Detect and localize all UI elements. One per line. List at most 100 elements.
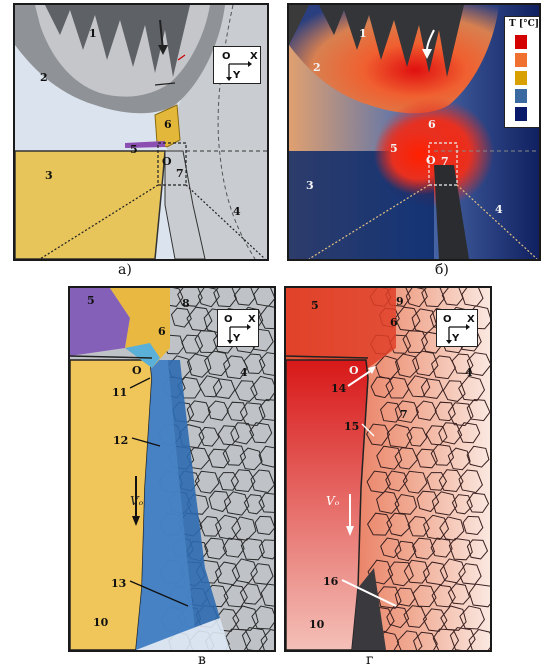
grain [449,626,476,650]
grain [394,493,418,515]
legend-swatch-1 [515,35,527,49]
grain [254,515,274,536]
grain [181,334,204,354]
grain [439,516,465,541]
grain [198,426,220,447]
panel-d: 5 9 6 4 O 14 7 15 16 10 Vₒ O X Y [284,286,492,652]
grain [466,352,490,376]
grain [380,537,402,559]
grain [258,398,274,421]
axis-arrows-d [446,324,470,344]
grain [466,539,489,560]
grain [231,516,257,541]
grain [442,380,466,402]
axis-origin: O [224,314,233,325]
panel-b-drawing [289,5,539,259]
grain [386,606,410,629]
grain [239,402,266,427]
grain [367,512,393,536]
label-5: 5 [311,299,319,312]
grain [230,422,255,445]
legend-swatch-2 [515,53,527,67]
grain [230,469,256,493]
grain [223,355,248,380]
label-5: 5 [390,142,398,155]
label-10: 10 [93,616,109,629]
label-2: 2 [313,61,321,74]
grain [387,561,414,587]
label-16: 16 [323,575,339,588]
label-6: 6 [390,316,398,329]
grain [394,447,419,470]
axis-arrows-a [226,61,252,81]
grain [239,447,263,471]
label-13: 13 [111,577,127,590]
caption-d: г [366,652,374,668]
grain [406,375,431,398]
legend-swatch-3 [515,71,527,85]
panel-a-drawing [15,5,267,259]
grain [380,401,403,423]
axis-arrows-c [227,324,251,344]
grain [412,584,437,608]
axis-x: X [250,51,258,62]
grain [457,422,481,444]
grain [250,563,274,585]
velocity-label: Vₒ [130,494,144,508]
grain [240,537,265,561]
grain [260,583,274,607]
label-4: 4 [465,366,473,379]
grain [376,490,400,514]
grain [385,376,410,399]
grain [451,353,474,375]
leader-lines-d [341,366,397,607]
label-origin: O [132,364,142,377]
grain [370,376,394,399]
grain [231,558,258,584]
leader-lines-c [129,377,189,607]
grain [394,587,416,607]
caption-c: в [198,652,206,668]
axes-box-c: O X Y [217,309,259,347]
legend-swatch-5 [515,107,527,121]
label-3: 3 [306,179,314,192]
label-1: 1 [89,27,97,40]
grain [466,445,490,468]
grain [199,515,222,537]
grain [258,539,274,560]
grain [448,537,473,561]
label-1: 1 [359,27,367,40]
grain [250,469,274,494]
label-3: 3 [45,169,53,182]
grain [194,330,221,354]
layer-5 [70,288,130,356]
grain [423,514,450,541]
label-5: 5 [87,294,95,307]
grain [438,422,463,445]
axis-x: X [248,314,256,325]
grain [385,470,408,492]
grain [451,494,473,515]
grain [223,491,250,516]
grain [396,630,423,650]
grain [214,561,241,586]
grain [434,401,456,422]
label-origin: O [349,364,359,377]
grain [186,400,211,424]
grain [462,515,484,536]
label-6: 6 [428,118,436,131]
grain [441,288,464,306]
grain [234,380,258,402]
grain [204,350,231,377]
grain [415,400,437,421]
grain [213,288,237,308]
grain [432,628,460,650]
grain [207,400,229,421]
label-11: 11 [112,386,128,399]
grain [431,584,456,608]
grain [468,583,490,608]
tool-10 [286,359,369,650]
label-8: 8 [182,297,190,310]
grain [222,443,247,466]
label-4: 4 [233,205,241,218]
